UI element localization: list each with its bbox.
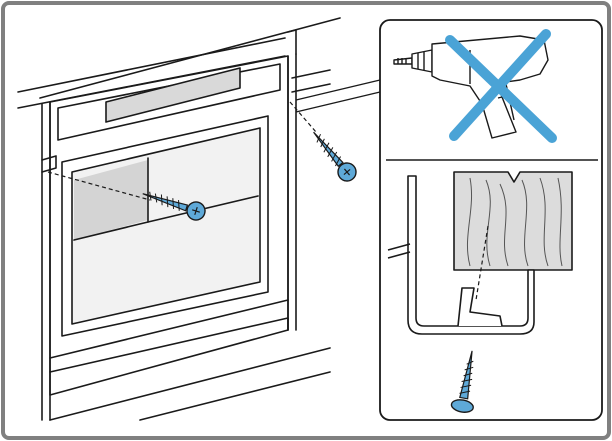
cabinet-top-line [17,37,286,93]
oven-door [61,115,269,337]
fixing-guide [475,225,489,301]
screw-guides [47,101,317,201]
bracket-tab [457,287,503,327]
blue-x-icon [445,29,557,143]
screw-icon [142,191,206,221]
cavity-shade [74,160,148,240]
side-bracket [41,155,57,173]
bracket-lip [387,243,411,259]
cross-section [387,171,573,335]
wood-block [453,171,573,271]
guide-left-screw [47,171,151,201]
oven-scene [17,17,341,421]
display-window [105,67,241,123]
floor-line-2 [139,371,331,421]
cabinet-right-upper [291,69,331,79]
cabinet-right-lower [291,83,331,93]
mounting-bracket [407,175,535,335]
wood-grain [467,177,563,267]
cavity-bottom [73,195,259,241]
screw-icon [313,131,357,182]
lower-trim [49,299,289,359]
screw-icon [450,350,474,413]
detail-panel [379,19,603,421]
floor-line-1 [49,347,331,421]
callout-connector [295,79,381,113]
right-cabinet-top [287,29,297,55]
